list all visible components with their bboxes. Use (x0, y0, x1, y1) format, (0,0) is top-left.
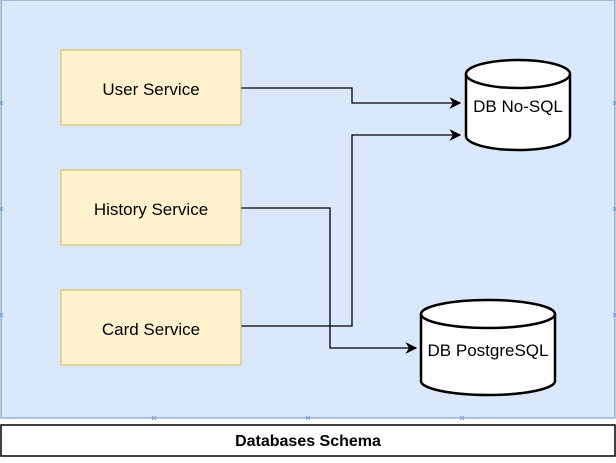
database-postgresql[interactable]: DB PostgreSQL (419, 298, 557, 397)
diagram-title: Databases Schema (235, 433, 381, 450)
service-box-user[interactable]: User Service (60, 49, 242, 126)
service-label: History Service (94, 200, 208, 219)
footer-title-bar: Databases Schema (0, 424, 616, 457)
container-edge-markers (0, 100, 616, 421)
database-label: DB No-SQL (473, 97, 563, 116)
connector-card-to-nosql (241, 129, 462, 327)
service-box-card[interactable]: Card Service (60, 289, 242, 366)
connectors (241, 87, 462, 354)
connector-user-to-nosql (241, 87, 462, 109)
database-nosql[interactable]: DB No-SQL (464, 58, 572, 152)
service-box-history[interactable]: History Service (60, 169, 242, 246)
service-label: Card Service (102, 320, 200, 339)
connector-history-to-postgres (241, 207, 418, 354)
service-label: User Service (102, 80, 199, 99)
database-label: DB PostgreSQL (428, 341, 549, 360)
